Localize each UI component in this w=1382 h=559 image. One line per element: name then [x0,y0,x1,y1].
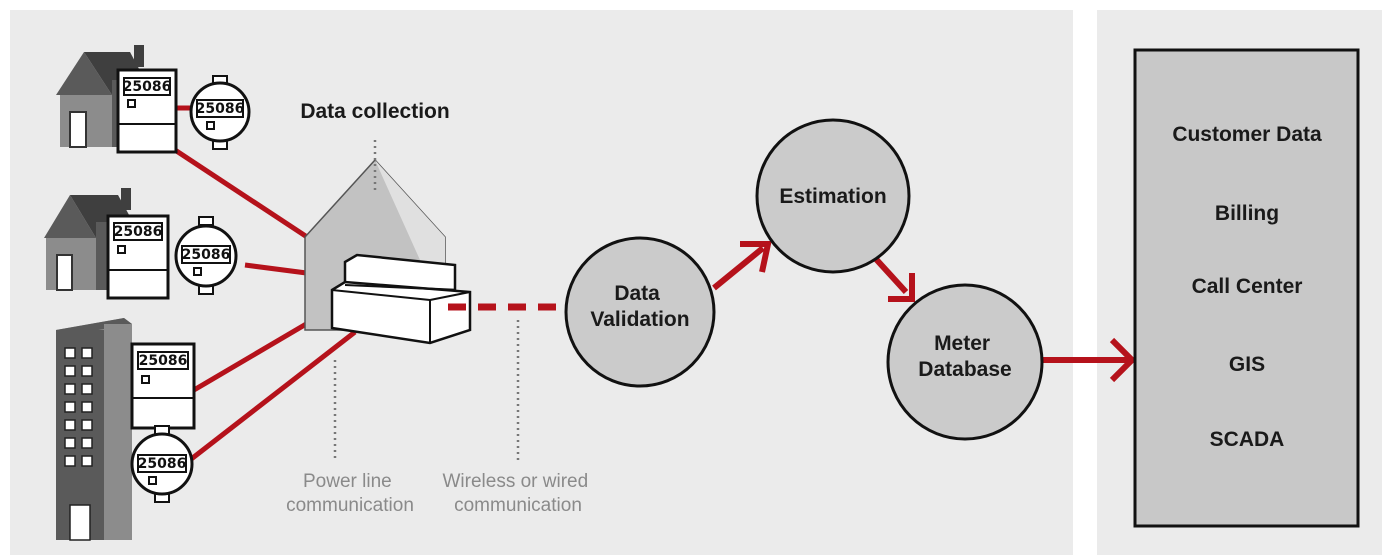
meter-reading: 25086 [196,101,245,117]
meter-reading: 25086 [123,79,172,95]
gas-meter-icon: 25086 [130,425,194,503]
power-line-label-line1: Power line [303,471,392,492]
electric-meter-icon: 25086 [130,342,196,430]
gas-meter-icon: 25086 [174,216,238,295]
meter-reading: 25086 [138,456,187,472]
system-item: Customer Data [1172,123,1322,146]
meter-reading: 25086 [182,247,231,263]
building-icon [56,318,132,541]
system-item: Billing [1215,202,1279,225]
data-collector-icon [304,140,472,345]
power-line-label: Power line communication [286,471,414,516]
node-meter-database: Meter Database [886,283,1044,441]
node-label: Validation [590,308,689,331]
wireless-label-line1: Wireless or wired [443,471,589,492]
data-collection-label: Data collection [300,100,449,123]
svg-text:Meter Database: Meter Database [918,332,1011,381]
system-item: GIS [1229,353,1265,376]
wireless-label-line2: communication [454,495,582,516]
systems-box [1133,48,1360,528]
electric-meter-icon: 25086 [116,68,178,154]
gas-meter-icon: 25086 [189,75,251,150]
node-data-validation: Data Validation [564,236,716,388]
node-label: Estimation [779,185,886,208]
system-item: SCADA [1210,428,1285,451]
node-label: Meter [934,332,990,355]
svg-text:Data Validation: Data Validation [590,282,689,331]
node-label: Data [614,282,660,305]
electric-meter-icon: 25086 [106,214,170,300]
wireless-label: Wireless or wired communication [443,471,594,516]
meter-reading: 25086 [114,224,163,240]
node-label: Database [918,358,1011,381]
power-line-label-line2: communication [286,495,414,516]
meter-reading: 25086 [139,353,188,369]
flow-arrows [712,241,1137,383]
node-estimation: Estimation [755,118,911,274]
system-item: Call Center [1192,275,1303,298]
